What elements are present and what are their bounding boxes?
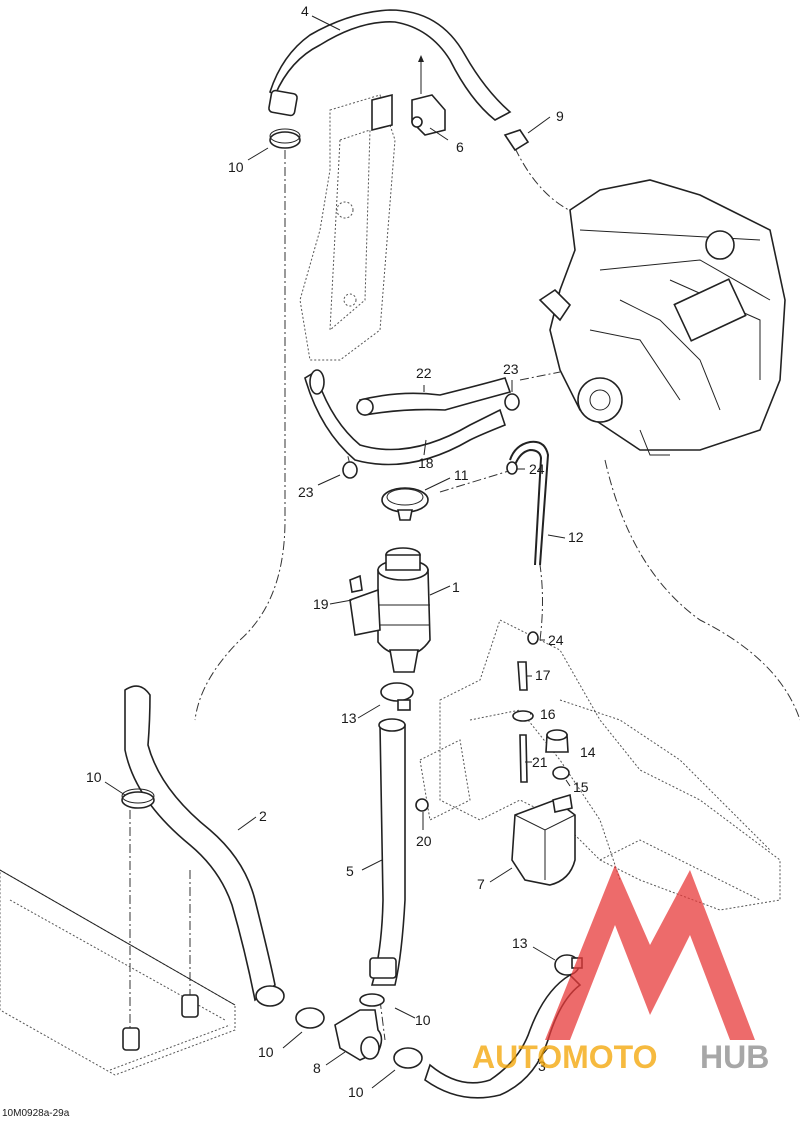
overflow-bottle [511, 793, 576, 886]
callout-14: 14 [580, 744, 596, 760]
callout-5: 5 [346, 863, 354, 879]
leader-lines [104, 15, 571, 1089]
hose-fitting [503, 129, 530, 152]
grommet-16 [512, 710, 534, 722]
clamp-24-lower [527, 631, 539, 645]
nut-20 [415, 798, 429, 812]
clamp-upper [269, 131, 301, 149]
callout-labels: 4 10 6 9 22 23 18 23 11 24 12 1 19 24 17… [86, 3, 596, 1100]
callout-12: 12 [568, 529, 584, 545]
coolant-reservoir [349, 547, 431, 673]
clamp-13-screw [397, 699, 411, 711]
callout-1: 1 [452, 579, 460, 595]
engine [538, 179, 786, 456]
radiator-fitting-left [122, 1027, 140, 1051]
callout-13: 13 [512, 935, 528, 951]
callout-13: 13 [341, 710, 357, 726]
watermark-text-part1: AUTOMOTO [472, 1039, 657, 1075]
callout-11: 11 [454, 467, 469, 483]
callout-20: 20 [416, 833, 432, 849]
callout-10: 10 [228, 159, 244, 175]
clamp-13-upper [380, 682, 414, 702]
hose-upper-end [268, 89, 298, 117]
frame-support [299, 93, 396, 361]
callout-23: 23 [298, 484, 314, 500]
callout-10: 10 [348, 1084, 364, 1100]
watermark-text-part2: HUB [700, 1039, 769, 1075]
callout-15: 15 [573, 779, 589, 795]
callout-6: 6 [456, 139, 464, 155]
hose-upper [269, 9, 512, 121]
clamp-10-mid [359, 993, 385, 1007]
callout-23: 23 [503, 361, 519, 377]
callout-2: 2 [259, 808, 267, 824]
callout-18: 18 [418, 455, 434, 471]
pressure-cap [381, 487, 429, 521]
callout-7: 7 [477, 876, 485, 892]
tube-21 [519, 734, 528, 783]
clamp-23-left [342, 461, 358, 479]
callout-21: 21 [532, 754, 548, 770]
clamp-24-upper [506, 461, 518, 475]
watermark-mountain-icon [545, 865, 755, 1040]
clamp-10-left [121, 791, 155, 809]
callout-8: 8 [313, 1060, 321, 1076]
frame-lower-right [419, 619, 781, 911]
clamp-23-right [504, 393, 520, 411]
bottle-seal [552, 766, 570, 780]
clamp-10-bottom-left [295, 1007, 325, 1029]
diagram-code: 10M0928a-29a [2, 1108, 70, 1119]
callout-10: 10 [415, 1012, 431, 1028]
callout-22: 22 [416, 365, 432, 381]
bolt-19 [349, 574, 363, 593]
callout-9: 9 [556, 108, 564, 124]
radiator-fitting-right [181, 994, 199, 1018]
callout-24: 24 [529, 461, 545, 477]
callout-17: 17 [535, 667, 551, 683]
callout-3: 3 [538, 1058, 546, 1074]
callout-16: 16 [540, 706, 556, 722]
callout-10: 10 [258, 1044, 274, 1060]
clamp-10-bottom-right [393, 1047, 423, 1069]
bottle-cap [545, 729, 569, 753]
hose-tank-to-tee [370, 724, 406, 986]
hose-radiator-left [124, 685, 276, 1002]
callout-24: 24 [548, 632, 564, 648]
callout-19: 19 [313, 596, 329, 612]
fitting-17 [517, 661, 528, 691]
bypass-hoses [304, 369, 512, 466]
callout-4: 4 [301, 3, 309, 19]
watermark-logo: AUTOMOTO HUB [472, 865, 769, 1075]
radiator [0, 869, 236, 1076]
callout-10: 10 [86, 769, 102, 785]
overflow-hose-upper [509, 440, 550, 566]
thermostat-bracket [411, 94, 446, 136]
